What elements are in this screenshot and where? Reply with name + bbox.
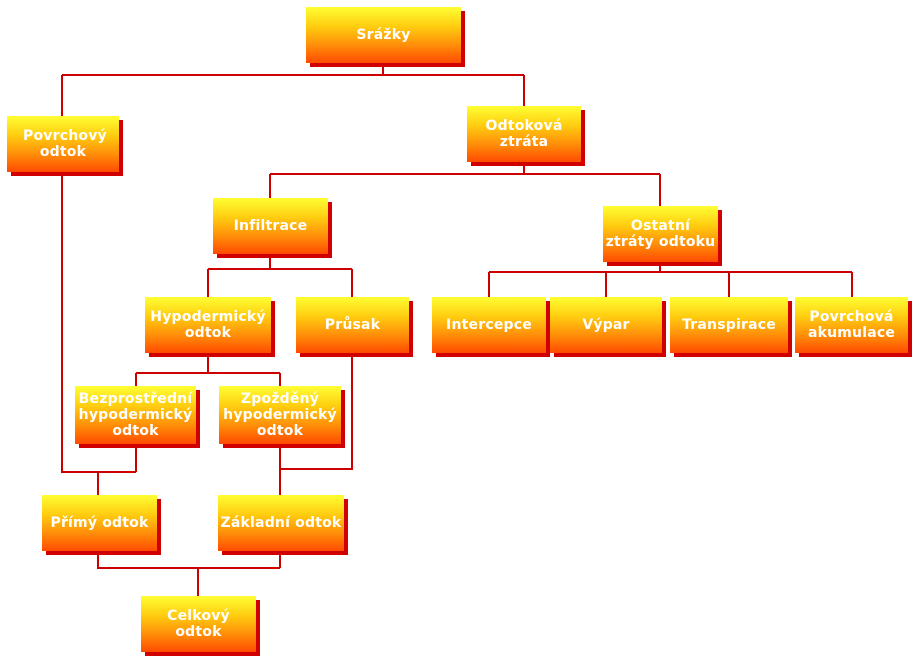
connector-zakladni-odtok bbox=[279, 353, 353, 495]
node-odtokova-ztrata: Odtoková ztráta bbox=[467, 106, 581, 162]
connector-srazky bbox=[61, 63, 525, 116]
node-vypar: Výpar bbox=[550, 297, 662, 353]
connector-hypodermicky bbox=[135, 353, 281, 386]
node-povrchovy-odtok: Povrchový odtok bbox=[7, 116, 119, 172]
node-celkovy-odtok: Celkový odtok bbox=[141, 596, 256, 652]
connector-celkovy-odtok bbox=[97, 551, 281, 596]
node-povrchova-akumulace: Povrchová akumulace bbox=[795, 297, 908, 353]
node-zpozdeny-hypodermicky-odtok: Zpožděný hypodermický odtok bbox=[219, 386, 341, 444]
node-prusak: Průsak bbox=[296, 297, 409, 353]
node-intercepce: Intercepce bbox=[432, 297, 546, 353]
node-hypodermicky-odtok: Hypodermický odtok bbox=[145, 297, 271, 353]
connector-infiltrace bbox=[207, 254, 353, 297]
node-primy-odtok: Přímý odtok bbox=[42, 495, 157, 551]
node-transpirace: Transpirace bbox=[670, 297, 788, 353]
connector-ostatni-ztraty bbox=[488, 262, 853, 297]
node-infiltrace: Infiltrace bbox=[213, 198, 328, 254]
node-bezprostredni-hypodermicky-odtok: Bezprostřední hypodermický odtok bbox=[75, 386, 196, 444]
connector-odtokova-ztrata bbox=[269, 162, 661, 206]
node-ostatni-ztraty: Ostatní ztráty odtoku bbox=[603, 206, 718, 262]
node-srazky: Srážky bbox=[306, 7, 461, 63]
node-zakladni-odtok: Základní odtok bbox=[218, 495, 344, 551]
connector-primy-odtok bbox=[61, 172, 137, 495]
